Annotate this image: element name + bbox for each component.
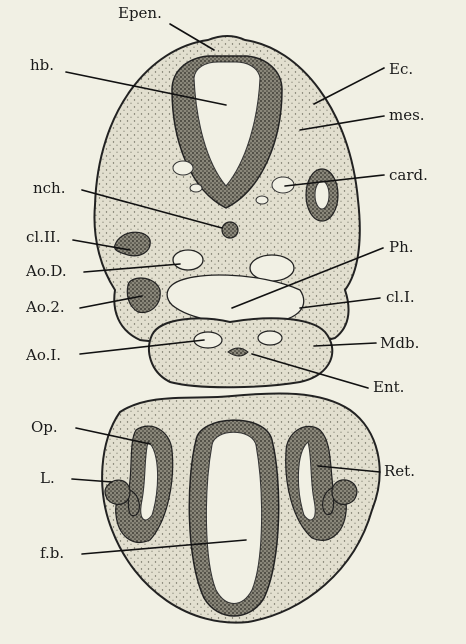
dorsal-aorta-left bbox=[173, 250, 203, 270]
right-vesicle-lumen bbox=[315, 181, 329, 209]
label-op: Op. bbox=[31, 420, 58, 435]
label-ao1: Ao.I. bbox=[26, 348, 61, 363]
label-mes: mes. bbox=[389, 108, 425, 123]
label-ent: Ent. bbox=[373, 380, 404, 395]
label-mdb: Mdb. bbox=[380, 336, 419, 351]
mesenchyme-space-left-2 bbox=[190, 184, 202, 192]
label-epen: Epen. bbox=[118, 6, 162, 21]
mesenchyme-space-right-2 bbox=[256, 196, 268, 204]
forebrain-cavity bbox=[206, 432, 261, 603]
label-ao2: Ao.2. bbox=[26, 300, 65, 315]
label-ec: Ec. bbox=[389, 62, 413, 77]
label-ret: Ret. bbox=[384, 464, 415, 479]
forebrain-section bbox=[102, 393, 380, 622]
label-fb: f.b. bbox=[40, 546, 64, 561]
leader-ec bbox=[314, 68, 384, 104]
label-l: L. bbox=[40, 471, 55, 486]
label-hb: hb. bbox=[30, 58, 54, 73]
mesenchyme-space-left-1 bbox=[173, 161, 193, 175]
label-ph: Ph. bbox=[389, 240, 414, 255]
label-cl2: cl.II. bbox=[26, 230, 61, 245]
label-cl1: cl.I. bbox=[386, 290, 415, 305]
mandibular-section bbox=[149, 318, 332, 387]
notochord bbox=[222, 222, 238, 238]
mandibular-vessel bbox=[258, 331, 282, 345]
label-aod: Ao.D. bbox=[26, 264, 67, 279]
aortic-arch-2 bbox=[127, 278, 160, 313]
label-nch: nch. bbox=[33, 181, 66, 196]
hindbrain-section bbox=[94, 36, 359, 345]
label-card: card. bbox=[389, 168, 428, 183]
left-lens bbox=[105, 480, 130, 504]
right-lens bbox=[332, 480, 357, 505]
